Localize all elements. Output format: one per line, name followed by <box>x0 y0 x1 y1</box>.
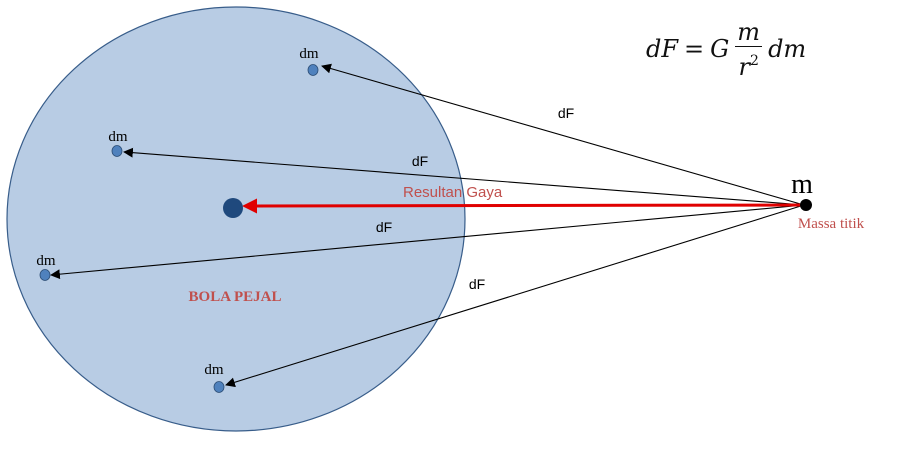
mass-element-label-2: dm <box>108 129 128 145</box>
sphere-label: BOLA PEJAL <box>189 289 282 305</box>
mass-element-label-4: dm <box>204 362 224 378</box>
mass-element-dot-4 <box>213 381 225 393</box>
formula-tail: dm <box>768 35 807 63</box>
force-label-2: dF <box>412 153 428 169</box>
force-line-3 <box>50 204 805 280</box>
force-label-1: dF <box>558 105 574 121</box>
solid-sphere <box>6 6 466 432</box>
force-label-4: dF <box>469 276 485 292</box>
point-mass-label: Massa titik <box>798 216 865 232</box>
gravity-formula: dF = G m r2 dm <box>646 14 806 84</box>
resultant-label: Resultan Gaya <box>403 184 503 201</box>
force-line-4 <box>225 204 805 388</box>
formula-denominator-wrap: r2 <box>738 47 758 80</box>
point-mass-dot <box>800 199 812 211</box>
formula-denominator: r <box>738 52 750 81</box>
formula-constant: G <box>710 35 730 63</box>
resultant-force-arrow <box>242 198 805 214</box>
mass-element-dot-3 <box>39 269 51 281</box>
mass-element-label-3: dm <box>36 253 56 269</box>
force-label-3: dF <box>376 219 392 235</box>
mass-element-dot-2 <box>111 145 123 157</box>
formula-lhs: dF <box>646 35 679 63</box>
center-of-mass <box>223 198 243 218</box>
formula-exponent: 2 <box>749 52 759 69</box>
formula-numerator: m <box>735 17 763 47</box>
force-line-1 <box>321 63 805 206</box>
formula-fraction: m r2 <box>735 17 763 80</box>
formula-equals: = <box>684 35 705 63</box>
mass-element-dot-1 <box>307 64 319 76</box>
point-mass-symbol: m <box>791 169 813 200</box>
mass-element-label-1: dm <box>299 46 319 62</box>
force-line-2 <box>123 147 805 206</box>
